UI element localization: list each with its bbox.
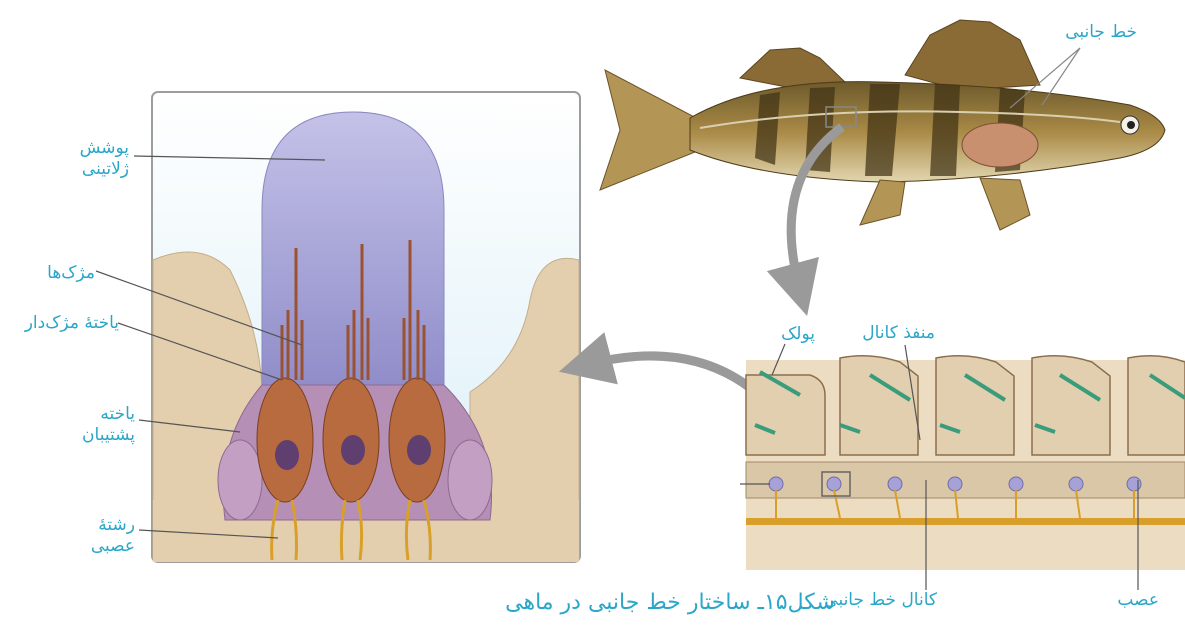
label-lateral-line: خط جانبی [1065,22,1137,43]
lateral-line-canal [746,462,1185,498]
label-canal-pore: منفذ کانال [862,323,935,344]
fish-illustration [600,20,1165,230]
label-nerve: عصب [1117,590,1159,611]
nerve [746,518,1185,525]
neuromast-panel [96,92,580,562]
label-cilia: مژک‌ها [47,263,95,284]
label-nerve-fiber: رشتهٔ عصبی [91,515,135,557]
label-hair-cell: یاختهٔ مژک‌دار [25,313,119,334]
label-gelatinous-cover: پوشش ژلاتینی [80,138,129,180]
skin-cross-section [740,344,1185,590]
label-scale: پولک [781,324,815,345]
hair-cells [257,378,445,502]
label-support-cell: یاخته پشتیبان [82,404,135,446]
figure-caption: شکل۱۵ـ ساختار خط جانبی در ماهی [460,590,880,615]
